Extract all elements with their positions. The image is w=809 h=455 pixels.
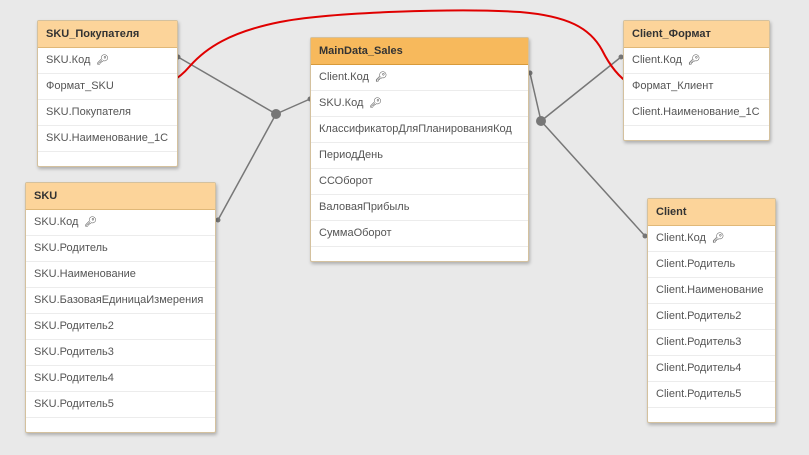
field-name: КлассификаторДляПланированияКод [319, 123, 512, 135]
link-junction-left[interactable] [271, 109, 281, 119]
field-name: Client.Код [656, 232, 706, 244]
field-row[interactable]: SKU.Родитель4 [26, 366, 215, 392]
field-row[interactable]: Client.Код 🔑︎ [624, 48, 769, 74]
field-name: Client.Наименование_1С [632, 106, 760, 118]
field-row[interactable]: КлассификаторДляПланированияКод [311, 117, 528, 143]
field-name: Client.Родитель5 [656, 388, 742, 400]
field-row[interactable]: ПериодДень [311, 143, 528, 169]
field-row[interactable]: SKU.Код 🔑︎ [38, 48, 177, 74]
field-name: SKU.Родитель5 [34, 398, 114, 410]
table-maindata-sales[interactable]: MainData_Sales Client.Код 🔑︎ SKU.Код 🔑︎ Кл… [310, 37, 529, 262]
table-client-format[interactable]: Client_Формат Client.Код 🔑︎ Формат_Клиент… [623, 20, 770, 141]
field-row[interactable]: ВаловаяПрибыль [311, 195, 528, 221]
field-row[interactable]: SKU.Наименование_1С [38, 126, 177, 152]
field-name: SKU.БазоваяЕдиницаИзмерения [34, 294, 204, 306]
field-name: ССОборот [319, 175, 373, 187]
table-sku-pokupatelya[interactable]: SKU_Покупателя SKU.Код 🔑︎ Формат_SKU SKU.… [37, 20, 178, 167]
link-sku-to-junction [217, 113, 277, 221]
key-icon: 🔑︎ [374, 72, 388, 83]
table-footer [311, 247, 528, 261]
field-row[interactable]: SKU.Покупателя [38, 100, 177, 126]
link-endpoint [215, 217, 221, 223]
field-name: SKU.Код [34, 216, 79, 228]
field-name: Client.Код [319, 71, 369, 83]
field-row[interactable]: SKU.Родитель [26, 236, 215, 262]
field-name: SKU.Покупателя [46, 106, 132, 118]
field-row[interactable]: SKU.БазоваяЕдиницаИзмерения [26, 288, 215, 314]
field-name: SKU.Наименование_1С [46, 132, 169, 144]
key-icon: 🔑︎ [84, 217, 98, 228]
field-row[interactable]: Client.Родитель5 [648, 382, 775, 408]
table-header[interactable]: Client [648, 199, 775, 226]
link-junction-right[interactable] [536, 116, 546, 126]
field-name: SKU.Код [46, 54, 91, 66]
link-junction-to-client-format [540, 56, 622, 122]
field-row[interactable]: Client.Родитель2 [648, 304, 775, 330]
table-footer [624, 126, 769, 140]
field-row[interactable]: SKU.Родитель3 [26, 340, 215, 366]
field-row[interactable]: SKU.Код 🔑︎ [311, 91, 528, 117]
field-name: Client.Код [632, 54, 682, 66]
field-row[interactable]: SKU.Родитель2 [26, 314, 215, 340]
field-name: Client.Наименование [656, 284, 764, 296]
table-header[interactable]: Client_Формат [624, 21, 769, 48]
key-icon: 🔑︎ [96, 55, 110, 66]
field-name: SKU.Наименование [34, 268, 136, 280]
table-footer [26, 418, 215, 432]
table-footer [38, 152, 177, 166]
field-name: SKU.Родитель [34, 242, 108, 254]
link-sku-pokupatelya-to-junction [177, 56, 277, 115]
field-name: Client.Родитель4 [656, 362, 742, 374]
field-row[interactable]: СуммаОборот [311, 221, 528, 247]
field-name: СуммаОборот [319, 227, 392, 239]
table-sku[interactable]: SKU SKU.Код 🔑︎ SKU.Родитель SKU.Наименова… [25, 182, 216, 433]
key-icon: 🔑︎ [369, 98, 383, 109]
field-name: ВаловаяПрибыль [319, 201, 410, 213]
field-name: SKU.Родитель4 [34, 372, 114, 384]
key-icon: 🔑︎ [711, 233, 725, 244]
link-maindata-to-junction [529, 72, 542, 122]
field-row[interactable]: Формат_Клиент [624, 74, 769, 100]
field-name: ПериодДень [319, 149, 383, 161]
field-row[interactable]: ССОборот [311, 169, 528, 195]
key-icon: 🔑︎ [687, 55, 701, 66]
field-name: Client.Родитель3 [656, 336, 742, 348]
field-row[interactable]: Client.Родитель4 [648, 356, 775, 382]
field-row[interactable]: SKU.Родитель5 [26, 392, 215, 418]
field-row[interactable]: Client.Родитель [648, 252, 775, 278]
field-name: SKU.Родитель2 [34, 320, 114, 332]
table-footer [648, 408, 775, 422]
field-row[interactable]: Формат_SKU [38, 74, 177, 100]
table-client[interactable]: Client Client.Код 🔑︎ Client.Родитель Clie… [647, 198, 776, 423]
field-row[interactable]: SKU.Наименование [26, 262, 215, 288]
field-name: SKU.Код [319, 97, 364, 109]
field-name: Формат_Клиент [632, 80, 714, 92]
field-row[interactable]: Client.Родитель3 [648, 330, 775, 356]
field-row[interactable]: Client.Код 🔑︎ [311, 65, 528, 91]
field-name: Формат_SKU [46, 80, 114, 92]
field-row[interactable]: Client.Код 🔑︎ [648, 226, 775, 252]
field-row[interactable]: Client.Наименование [648, 278, 775, 304]
field-name: Client.Родитель [656, 258, 736, 270]
table-header[interactable]: SKU [26, 183, 215, 210]
field-row[interactable]: Client.Наименование_1С [624, 100, 769, 126]
field-name: Client.Родитель2 [656, 310, 742, 322]
field-name: SKU.Родитель3 [34, 346, 114, 358]
link-junction-to-maindata [275, 98, 311, 115]
field-row[interactable]: SKU.Код 🔑︎ [26, 210, 215, 236]
table-header[interactable]: MainData_Sales [311, 38, 528, 65]
table-header[interactable]: SKU_Покупателя [38, 21, 177, 48]
